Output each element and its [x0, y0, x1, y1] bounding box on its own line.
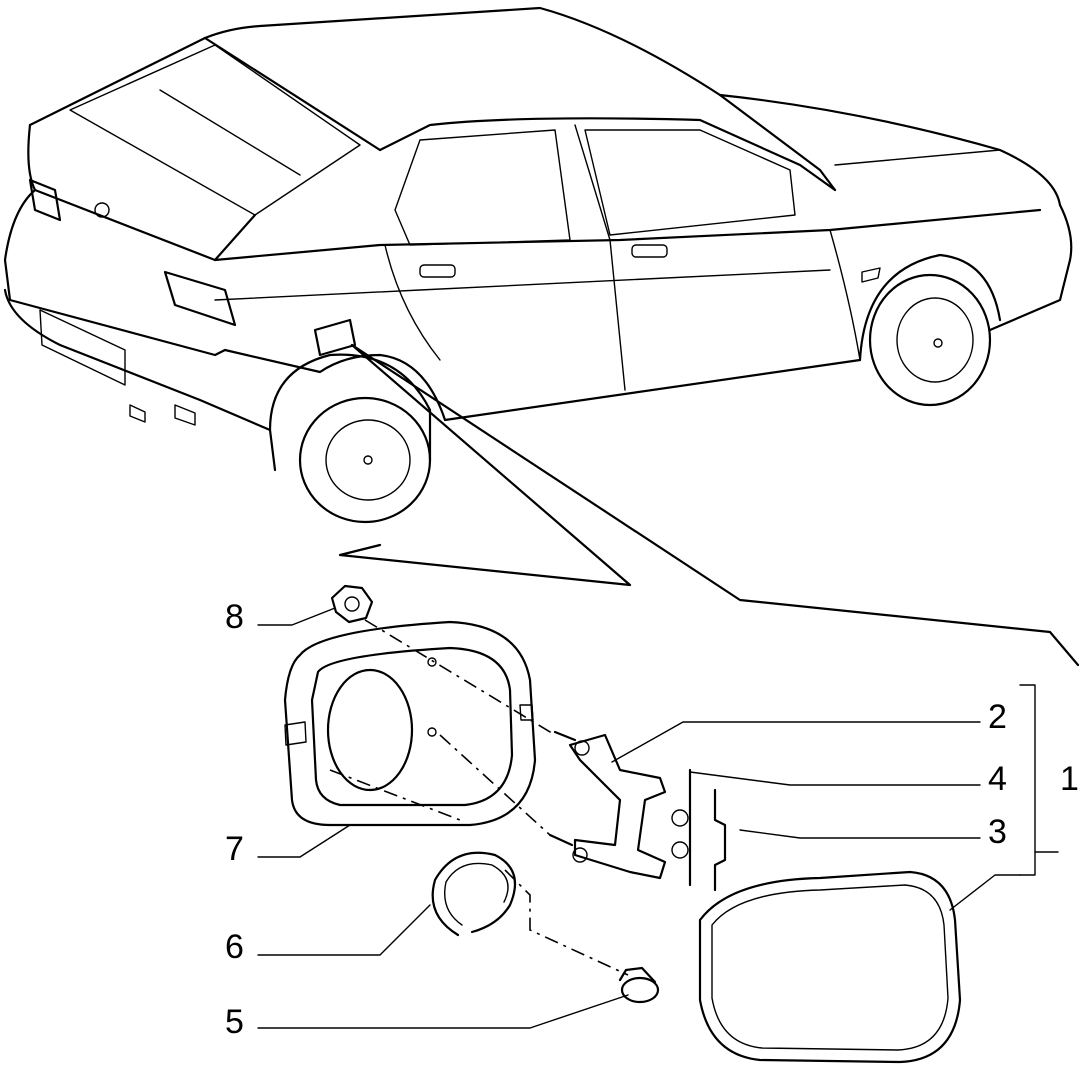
part-2-hinge — [548, 730, 667, 880]
part-8-nut — [330, 584, 374, 624]
part-7-filler-housing — [283, 620, 537, 827]
svg-text:7: 7 — [225, 830, 244, 868]
svg-text:4: 4 — [988, 760, 1007, 798]
callout-2: 2 — [611, 698, 1007, 763]
callout-1: 1 — [949, 760, 1079, 911]
part-5-plug — [618, 966, 660, 1004]
part-4-3-springs — [671, 768, 727, 892]
svg-text:3: 3 — [988, 813, 1007, 851]
part-1-fuel-flap — [698, 870, 962, 1064]
callout-7: 7 — [225, 824, 351, 868]
callout-5: 5 — [225, 994, 629, 1041]
svg-text:6: 6 — [225, 928, 244, 966]
part-6-retaining-ring — [431, 851, 517, 937]
car-illustration — [3, 6, 1073, 524]
svg-text:2: 2 — [988, 698, 1007, 736]
callout-3: 3 — [739, 813, 1007, 851]
svg-text:8: 8 — [225, 598, 244, 636]
zoom-pointer — [338, 343, 1080, 667]
group-bracket-1 — [1019, 684, 1059, 876]
callout-8: 8 — [225, 598, 336, 636]
callout-4: 4 — [689, 760, 1007, 798]
svg-text:5: 5 — [225, 1003, 244, 1041]
assembly-axes — [329, 619, 629, 976]
callout-6: 6 — [225, 904, 431, 966]
svg-text:1: 1 — [1060, 760, 1079, 798]
